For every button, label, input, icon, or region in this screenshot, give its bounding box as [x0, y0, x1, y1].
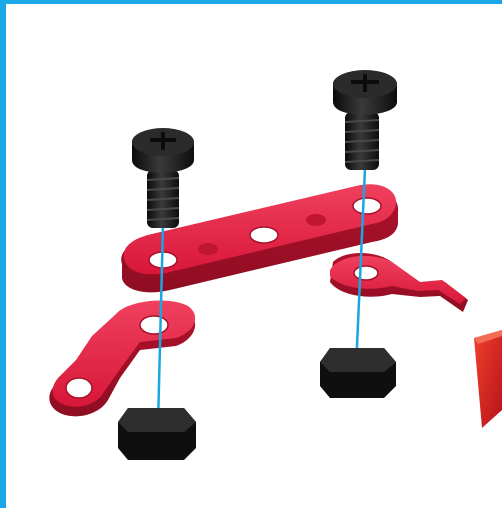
angle-bracket-left: [49, 300, 195, 416]
bracket-hole: [66, 378, 92, 398]
bolt-left: [132, 128, 194, 228]
strip-hole: [198, 243, 218, 255]
nut-left: [118, 408, 196, 460]
strip-hole: [353, 198, 381, 214]
strip-hole: [306, 214, 326, 226]
nut-right: [320, 348, 396, 398]
bolt-right: [333, 70, 397, 170]
angle-bracket-right: [330, 253, 468, 312]
bracket-hole: [140, 316, 168, 334]
next-step-arrow: [474, 330, 502, 428]
strip-hole: [250, 227, 278, 243]
bracket-hole: [354, 266, 378, 280]
